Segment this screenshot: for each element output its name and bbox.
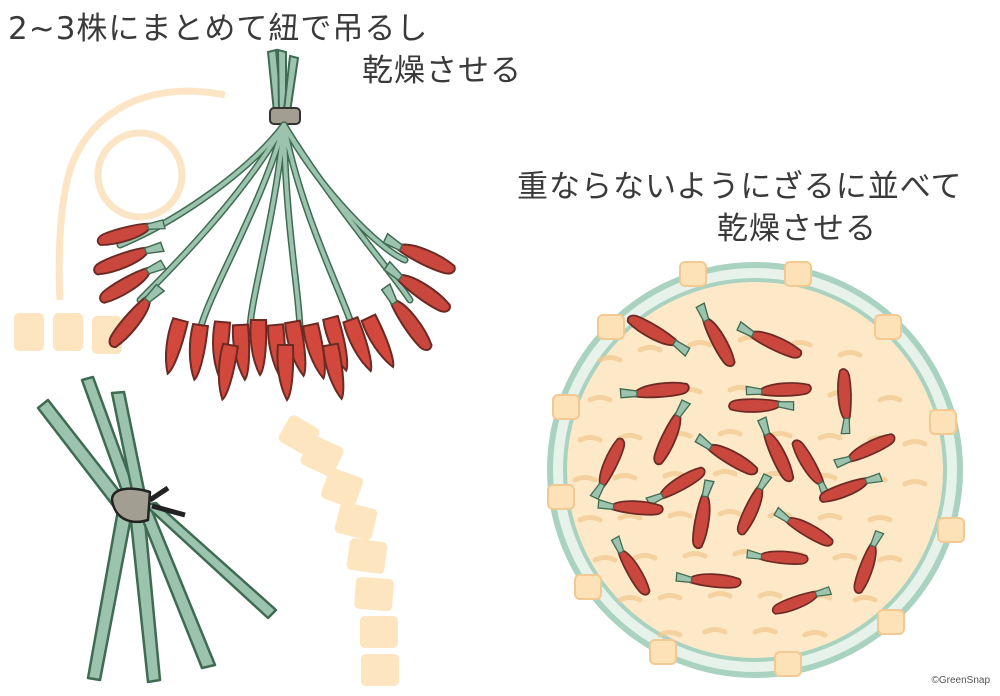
tied-stem-bundle: [36, 375, 278, 684]
caption-basket-line1: 重ならないようにざるに並べて: [517, 169, 963, 205]
caption-basket-line2: 乾燥させる: [717, 211, 877, 247]
caption-hang-line1: 2~3株にまとめて紐で吊るし: [8, 11, 429, 47]
string-icon: [269, 107, 301, 125]
bamboo-basket: [547, 261, 965, 678]
copyright-credit: ©GreenSnap: [931, 675, 990, 686]
string-knot-icon: [110, 487, 152, 524]
hanging-chili-bundle: [90, 48, 459, 402]
decorative-arc: [14, 87, 399, 686]
caption-hang-line2: 乾燥させる: [362, 53, 522, 89]
